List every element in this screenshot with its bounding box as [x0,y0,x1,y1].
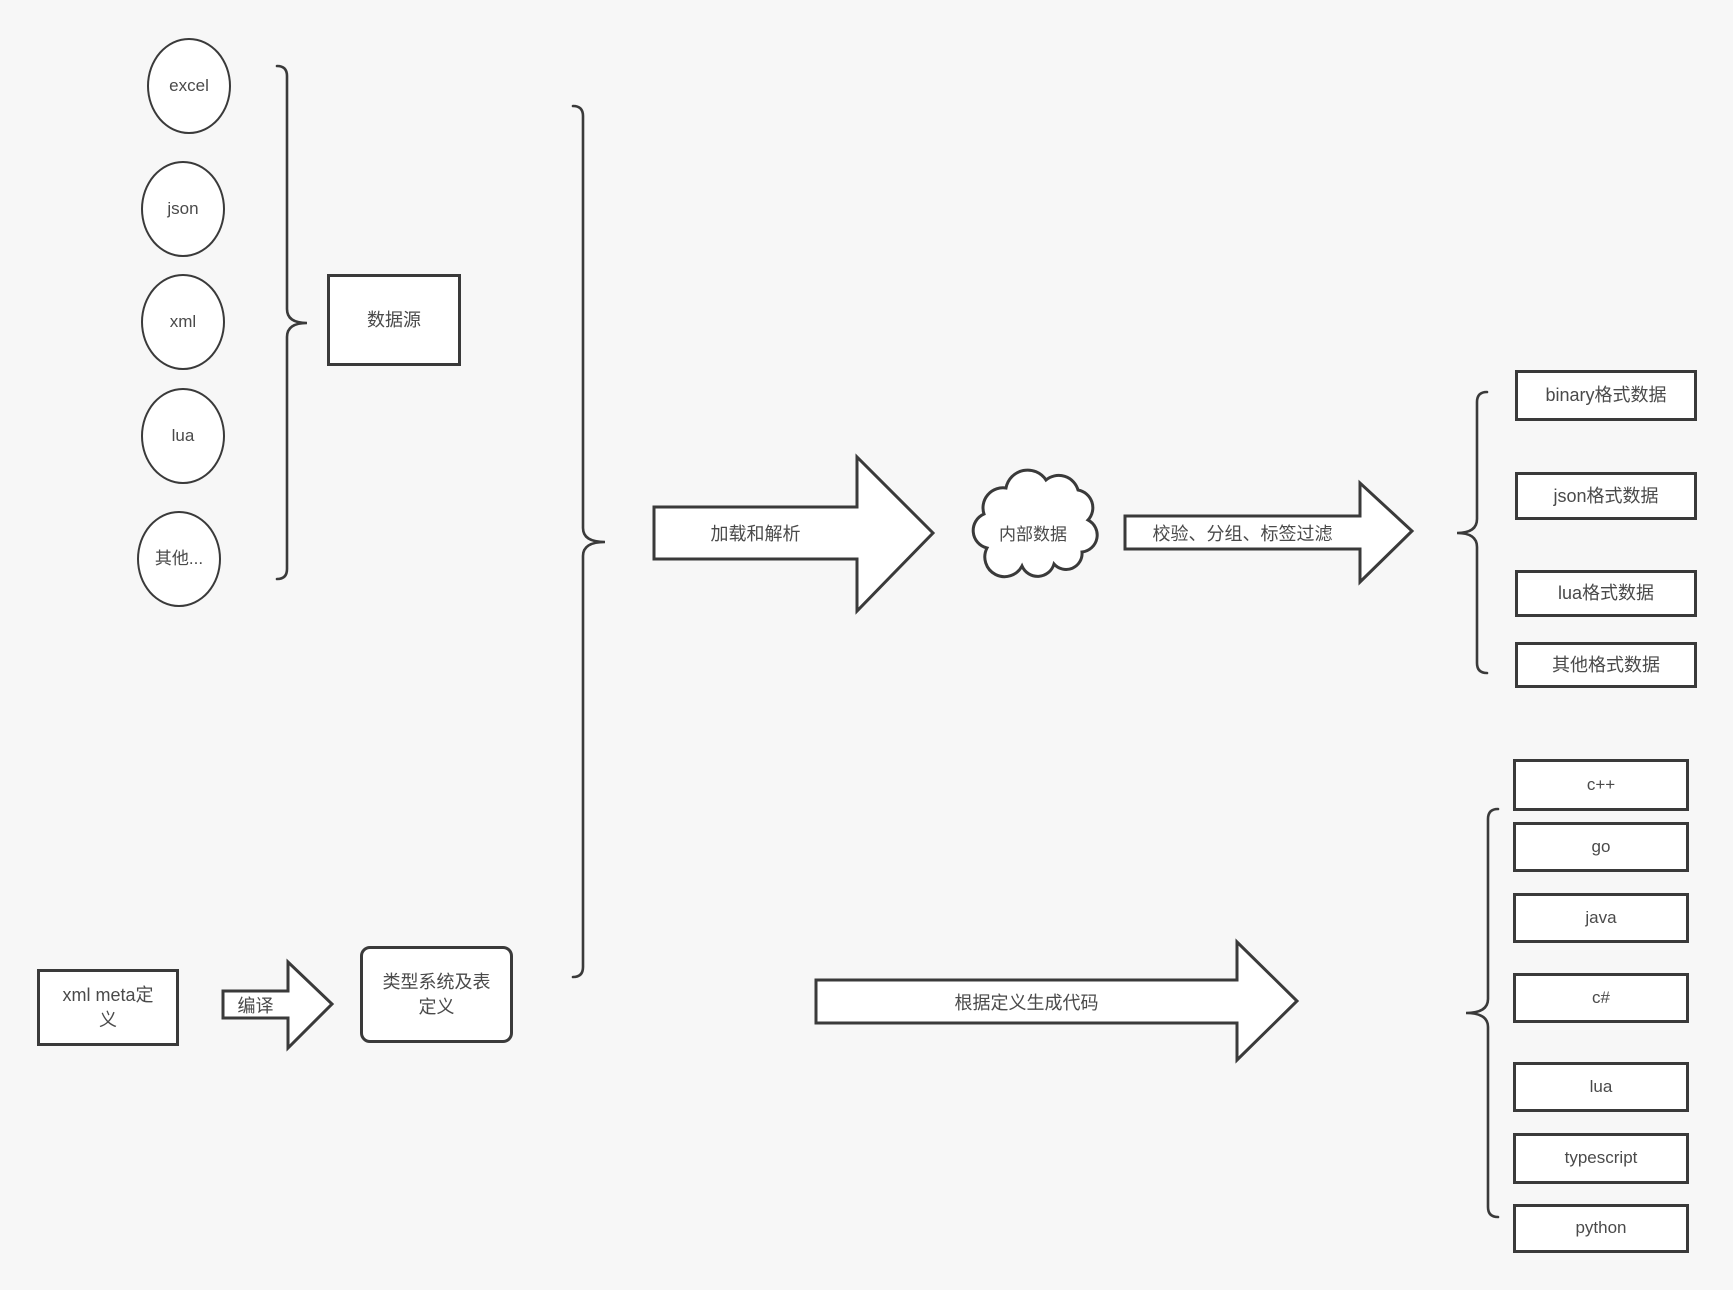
compile-arrow-label: 编译 [237,995,274,1016]
internal-data-cloud-label: 内部数据 [999,524,1067,544]
source-node-label: json [167,198,199,218]
xml-meta-label: xml meta定义 [62,985,154,1030]
source-node-excel: excel [147,38,231,134]
language-box-label: typescript [1564,1148,1638,1168]
language-box-label: java [1585,907,1617,927]
filter-arrow-label: 校验、分组、标签过滤 [1152,523,1333,544]
language-box-label: python [1575,1218,1627,1238]
type-system-box: 类型系统及表定义 [360,946,513,1043]
format-box-label: 其他格式数据 [1552,654,1660,675]
language-box-lua: lua [1513,1062,1689,1112]
source-node-label: 其他... [154,548,204,568]
load-parse-arrow-label: 加载和解析 [710,524,801,544]
language-box-csharp: c# [1513,973,1689,1023]
source-node-json: json [141,161,225,257]
language-box-java: java [1513,893,1689,943]
filter-arrow [1123,479,1415,586]
codegen-arrow-label: 根据定义生成代码 [954,992,1099,1013]
language-box-label: lua [1589,1076,1613,1096]
source-node-xml: xml [141,274,225,370]
format-box-binary: binary格式数据 [1515,370,1697,421]
brace-source-nodes [275,64,308,581]
compile-arrow [221,958,335,1052]
brace-main-inputs [571,104,606,979]
language-box-cpp: c++ [1513,759,1689,811]
language-box-python: python [1513,1204,1689,1253]
language-box-label: c++ [1586,774,1616,794]
type-system-label: 类型系统及表定义 [382,972,491,1017]
format-box-other: 其他格式数据 [1515,642,1697,688]
language-box-label: go [1591,836,1611,856]
codegen-arrow [814,938,1300,1064]
format-box-json: json格式数据 [1515,472,1697,520]
source-node-lua: lua [141,388,225,484]
source-node-label: xml [169,311,197,331]
language-box-label: c# [1592,987,1610,1007]
brace-output-formats [1456,390,1489,675]
xml-meta-box: xml meta定义 [37,969,179,1046]
source-node-label: excel [169,75,209,95]
source-node-other: 其他... [137,511,221,607]
data-source-box: 数据源 [327,274,461,366]
language-box-go: go [1513,822,1689,872]
language-box-typescript: typescript [1513,1133,1689,1184]
load-parse-arrow [652,453,936,615]
source-node-label: lua [171,425,195,445]
format-box-label: lua格式数据 [1557,583,1655,604]
format-box-label: binary格式数据 [1545,385,1667,406]
format-box-lua: lua格式数据 [1515,570,1697,617]
data-source-label: 数据源 [367,309,421,330]
internal-data-cloud [971,468,1099,579]
format-box-label: json格式数据 [1553,485,1659,506]
brace-languages [1465,807,1500,1219]
